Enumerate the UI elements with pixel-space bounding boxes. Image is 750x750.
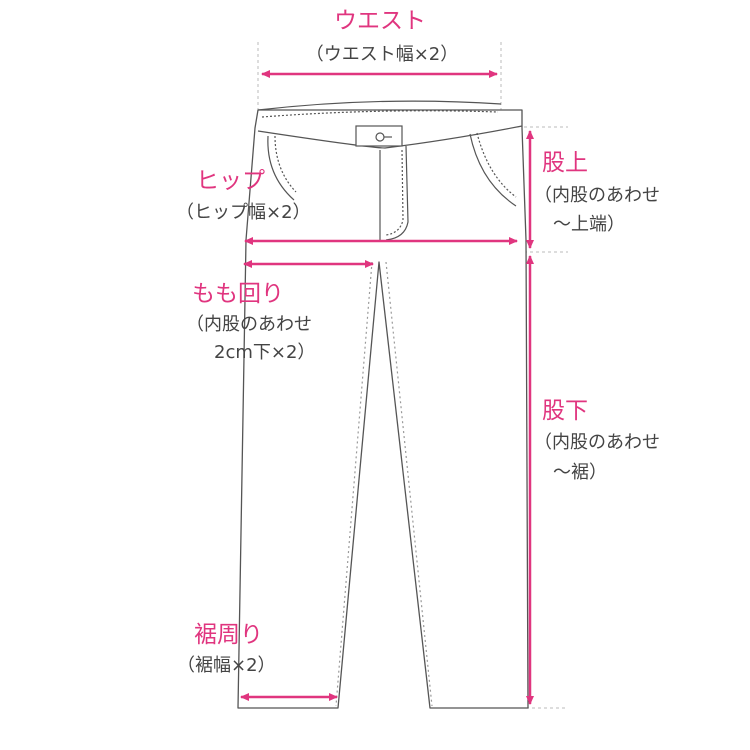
measurement-arrows bbox=[240, 70, 534, 705]
waist-note: （ウエスト幅×2） bbox=[305, 44, 459, 65]
inseam-note-line2: ～裾） bbox=[553, 462, 607, 483]
rise-note-line2: ～上端） bbox=[553, 214, 625, 235]
thigh-note-line1: （内股のあわせ bbox=[186, 314, 312, 335]
hip-title: ヒップ bbox=[196, 168, 265, 194]
hem-title: 裾周り bbox=[194, 622, 263, 648]
inseam-note-line1: （内股のあわせ bbox=[534, 432, 660, 453]
waist-title: ウエスト bbox=[334, 8, 426, 34]
pants-outline bbox=[237, 109, 529, 709]
rise-note-line1: （内股のあわせ bbox=[534, 185, 660, 206]
hip-note: （ヒップ幅×2） bbox=[176, 202, 311, 223]
rise-title: 股上 bbox=[542, 150, 588, 176]
thigh-title: もも回り bbox=[192, 281, 284, 307]
thigh-note-line2: 2cm下×2） bbox=[214, 342, 316, 363]
inseam-title: 股下 bbox=[542, 398, 588, 424]
hem-note: （裾幅×2） bbox=[177, 655, 276, 676]
